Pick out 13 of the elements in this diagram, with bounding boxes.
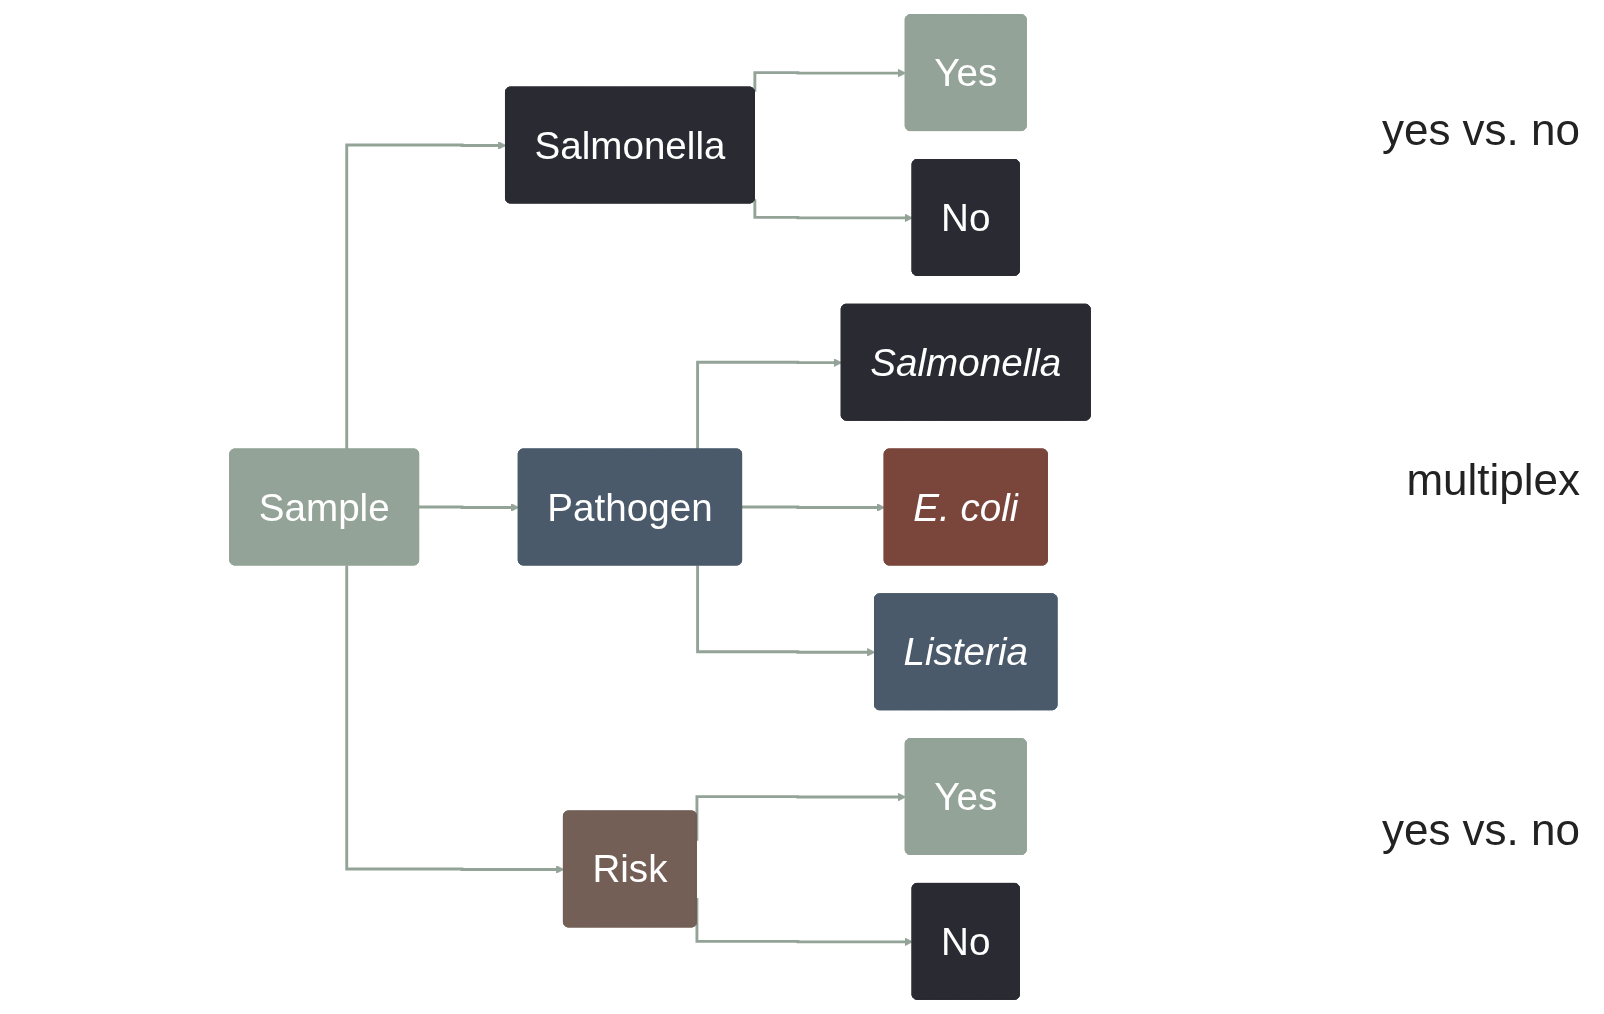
arrow bbox=[696, 565, 876, 657]
arrow bbox=[753, 199, 913, 223]
arrow bbox=[695, 898, 913, 947]
side-note: yes vs. no bbox=[1381, 805, 1580, 855]
arrow bbox=[345, 565, 565, 874]
side-note: multiplex bbox=[1406, 455, 1580, 505]
arrow bbox=[695, 792, 907, 841]
arrow bbox=[345, 141, 507, 450]
arrow bbox=[696, 358, 843, 450]
arrow bbox=[417, 503, 520, 512]
arrow bbox=[740, 503, 886, 512]
side-note: yes vs. no bbox=[1381, 105, 1580, 155]
arrow bbox=[753, 68, 907, 92]
